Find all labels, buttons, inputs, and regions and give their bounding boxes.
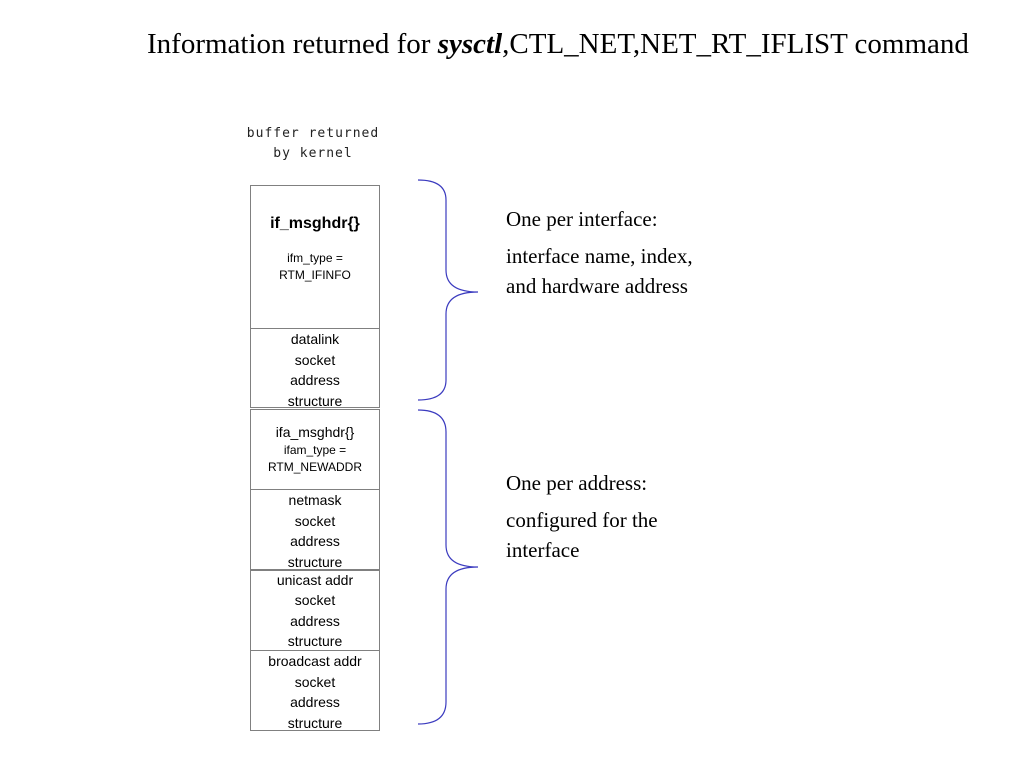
buffer-label: buffer returned by kernel bbox=[246, 126, 380, 161]
netmask-sockaddr-box: netmask socket address structure bbox=[250, 489, 380, 570]
box-line: address bbox=[290, 694, 340, 710]
ifam-type-value: RTM_NEWADDR bbox=[267, 460, 362, 474]
box-line: datalink bbox=[290, 331, 340, 347]
address-annotation-heading: One per address: bbox=[506, 471, 648, 495]
box-line: structure bbox=[287, 633, 343, 649]
interface-brace bbox=[417, 179, 479, 401]
box-line: structure bbox=[287, 392, 343, 409]
title-prefix: Information returned for bbox=[147, 28, 438, 60]
box-line: broadcast addr bbox=[268, 653, 362, 669]
box-line: address bbox=[290, 533, 340, 549]
if-msghdr-box: if_msghdr{} ifm_type = RTM_IFINFO bbox=[250, 185, 380, 329]
address-annotation: One per address: configured for the inte… bbox=[506, 468, 726, 572]
box-line: socket bbox=[294, 351, 336, 368]
address-annotation-body: configured for the interface bbox=[506, 508, 658, 562]
ifm-type-value: RTM_IFINFO bbox=[279, 268, 351, 282]
datalink-sockaddr-box: datalink socket address structure bbox=[250, 328, 380, 409]
interface-annotation-heading: One per interface: bbox=[506, 207, 658, 231]
if-msghdr-header: if_msghdr{} bbox=[270, 215, 360, 232]
ifa-msghdr-box: ifa_msghdr{} ifam_type = RTM_NEWADDR bbox=[250, 409, 380, 490]
interface-annotation: One per interface: interface name, index… bbox=[506, 204, 726, 308]
box-line: structure bbox=[287, 714, 343, 731]
ifm-type-label: ifm_type = bbox=[287, 251, 343, 265]
ifa-msghdr-header: ifa_msghdr{} bbox=[275, 424, 355, 440]
box-line: structure bbox=[287, 553, 343, 570]
title-suffix: ,CTL_NET,NET_RT_IFLIST command bbox=[502, 28, 969, 60]
interface-annotation-body: interface name, index, and hardware addr… bbox=[506, 244, 693, 298]
slide-title: Information returned for sysctl,CTL_NET,… bbox=[147, 24, 1007, 64]
box-line: socket bbox=[294, 673, 336, 690]
address-brace bbox=[417, 409, 479, 725]
box-line: netmask bbox=[288, 492, 342, 508]
ifam-type-label: ifam_type = bbox=[283, 443, 347, 457]
box-line: address bbox=[290, 612, 340, 629]
box-line: socket bbox=[294, 592, 336, 608]
broadcast-sockaddr-box: broadcast addr socket address structure bbox=[250, 650, 380, 731]
title-sysctl: sysctl bbox=[437, 28, 503, 60]
box-line: socket bbox=[294, 512, 336, 529]
box-line: address bbox=[290, 372, 340, 388]
box-line: unicast addr bbox=[276, 572, 354, 588]
